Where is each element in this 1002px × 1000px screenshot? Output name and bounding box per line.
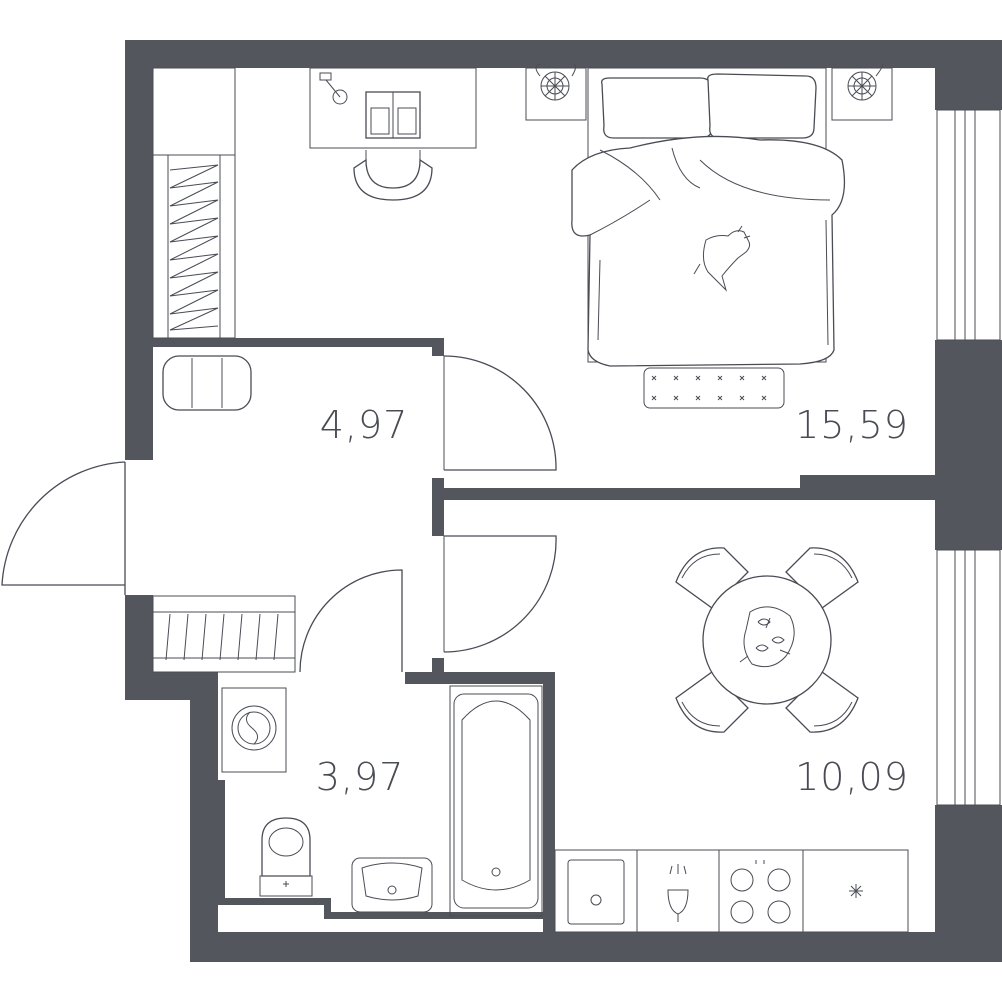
door-swing-icon — [443, 355, 557, 471]
snowflake-icon — [802, 849, 909, 933]
cooktop-icon — [718, 849, 804, 933]
pouf-icon — [162, 355, 252, 411]
washing-machine-icon — [221, 687, 287, 773]
dog-icon — [693, 225, 751, 292]
door-swing-icon — [443, 535, 557, 653]
dining-chair-icon — [785, 671, 859, 733]
dining-table-icon — [702, 575, 832, 705]
wardrobe-icon — [152, 67, 236, 339]
bedroom-area-label: 15,59 — [795, 403, 909, 447]
bathtub-icon — [449, 685, 543, 917]
rug-icon — [643, 367, 785, 409]
hallway-area-label: 4,97 — [320, 403, 409, 447]
door-swing-icon — [299, 569, 403, 673]
office-chair-icon — [353, 150, 433, 201]
kitchen-sink-icon — [554, 849, 638, 933]
bed-icon — [571, 67, 846, 367]
wardrobe-icon — [152, 595, 296, 673]
desk-icon — [309, 67, 477, 149]
bathroom-area-label: 3,97 — [316, 755, 405, 799]
window-icon — [936, 109, 1001, 341]
window-icon — [936, 549, 1001, 806]
walls — [125, 40, 1002, 962]
kitchen-cabinet — [636, 849, 720, 933]
dining-chair-icon — [675, 671, 749, 733]
nightstand-fan-icon — [831, 63, 893, 121]
toilet-icon — [259, 817, 313, 897]
nightstand-fan-icon — [525, 63, 587, 121]
door-swing-icon — [1, 461, 126, 595]
dining-chair-icon — [675, 547, 749, 609]
washbasin-icon — [351, 857, 433, 913]
dining-chair-icon — [785, 547, 859, 609]
kitchen-area-label: 10,09 — [795, 755, 909, 799]
